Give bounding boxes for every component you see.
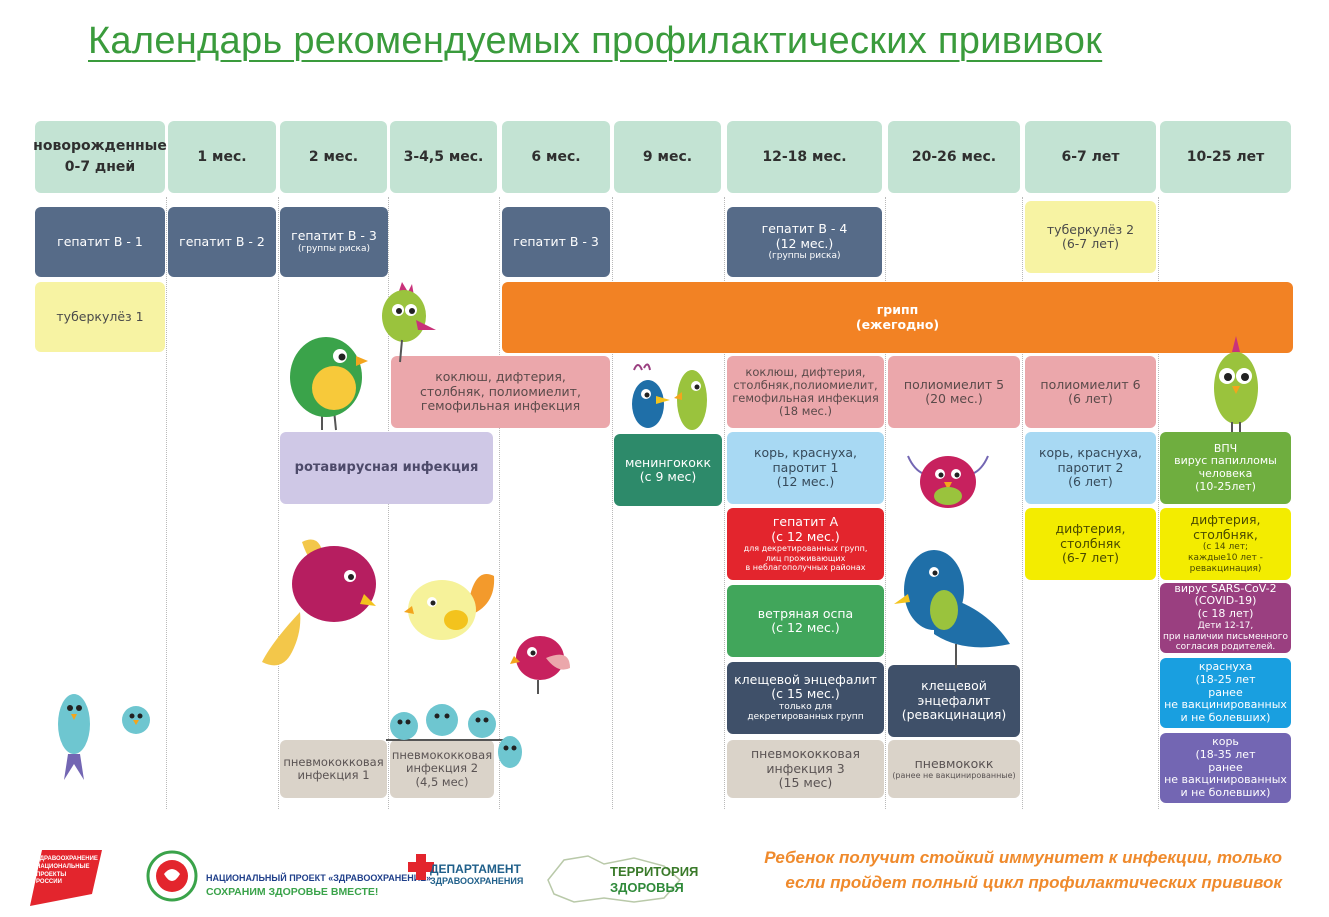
teal-bird-illustration	[58, 694, 90, 780]
small-blue-bird-illustration	[122, 706, 150, 734]
age-header-2m: 2 мес.	[280, 121, 387, 193]
cell-mmr-2: корь, краснуха,паротит 2(6 лет)	[1025, 432, 1156, 504]
column-divider	[1022, 197, 1023, 809]
cell-hepatitis-b-2: гепатит В - 2	[168, 207, 276, 277]
pink-bird-illustration	[510, 636, 570, 694]
column-divider	[724, 197, 725, 809]
national-projects-logo-text: ЗДРАВООХРАНЕНИЕ НАЦИОНАЛЬНЫЕ ПРОЕКТЫ РОС…	[36, 856, 98, 886]
cell-hepatitis-b-3: гепатит В - 3	[502, 207, 610, 277]
column-divider	[166, 197, 167, 809]
yellow-chick-illustration	[404, 574, 495, 640]
column-divider	[278, 197, 279, 809]
age-header-3-4m: 3-4,5 мес.	[390, 121, 497, 193]
cell-meningococcus: менингококк(с 9 мес)	[614, 434, 722, 506]
cell-hepatitis-b-4: гепатит В - 4(12 мес.)(группы риска)	[727, 207, 882, 277]
owl-bird-illustration	[1214, 336, 1258, 432]
healthcare-project-text: НАЦИОНАЛЬНЫЙ ПРОЕКТ «ЗДРАВООХРАНЕНИЕ» СО…	[206, 873, 432, 898]
cell-polio-5: полиомиелит 5(20 мес.)	[888, 356, 1020, 428]
blue-bird-illustration	[894, 550, 1010, 668]
cell-influenza: грипп(ежегодно)	[502, 282, 1293, 353]
cell-hepatitis-a: гепатит А(с 12 мес.)для декретированных …	[727, 508, 884, 580]
territory-of-health-text: ТЕРРИТОРИЯ ЗДОРОВЬЯ	[610, 864, 699, 896]
cell-diphtheria-tetanus-2: дифтерия,столбняк,(с 14 лет;каждые10 лет…	[1160, 508, 1291, 580]
healthcare-project-emblem-icon	[146, 850, 198, 902]
age-header-9m: 9 мес.	[614, 121, 721, 193]
cell-diphtheria-tetanus-1: дифтерия,столбняк(6-7 лет)	[1025, 508, 1156, 580]
cell-hepatitis-b-3-risk: гепатит В - 3(группы риска)	[280, 207, 388, 277]
national-projects-logo	[30, 850, 102, 906]
age-header-12-18m: 12-18 мес.	[727, 121, 882, 193]
cell-pertussis-diphtheria-1: коклюш, дифтерия,столбняк, полиомиелит,г…	[391, 356, 610, 428]
lime-bird-illustration	[382, 282, 436, 363]
cell-tuberculosis-2: туберкулёз 2(6-7 лет)	[1025, 201, 1156, 273]
cell-polio-6: полиомиелит 6(6 лет)	[1025, 356, 1156, 428]
parrot-birds-illustration	[632, 363, 707, 430]
health-department-cross-icon	[408, 854, 434, 880]
age-header-20-26m: 20-26 мес.	[888, 121, 1020, 193]
cell-hepatitis-b-1: гепатит В - 1	[35, 207, 165, 277]
cell-rotavirus: ротавирусная инфекция	[280, 432, 493, 504]
column-divider	[612, 197, 613, 809]
cell-tuberculosis-1: туберкулёз 1	[35, 282, 165, 352]
cell-pertussis-diphtheria-2: коклюш, дифтерия,столбняк,полиомиелит,ге…	[727, 356, 884, 428]
health-department-text: ДЕПАРТАМЕНТ ЗДРАВООХРАНЕНИЯ	[430, 862, 524, 887]
magenta-bird-illustration	[262, 539, 376, 666]
age-header-1m: 1 мес.	[168, 121, 276, 193]
territory-map-outline-icon	[547, 855, 682, 903]
age-header-6-7y: 6-7 лет	[1025, 121, 1156, 193]
footer-slogan: Ребенок получит стойкий иммунитет к инфе…	[764, 848, 1282, 892]
column-divider	[885, 197, 886, 809]
cell-covid-19: вирус SARS-CoV-2(COVID-19)(с 18 лет)Дети…	[1160, 582, 1291, 653]
cell-varicella: ветряная оспа(с 12 мес.)	[727, 585, 884, 657]
cell-mmr-1: корь, краснуха,паротит 1(12 мес.)	[727, 432, 884, 504]
green-bird-illustration	[290, 337, 368, 431]
round-bird-illustration	[907, 455, 989, 508]
row-of-birds-illustration	[386, 704, 522, 768]
cell-pneumococcus-unvaccinated: пневмококк(ранее не вакцинированные)	[888, 740, 1020, 798]
page-title: Календарь рекомендуемых профилактических…	[88, 20, 1103, 62]
column-divider	[499, 197, 500, 809]
age-header-6m: 6 мес.	[502, 121, 610, 193]
column-divider	[1158, 197, 1159, 809]
age-header-10-25y: 10-25 лет	[1160, 121, 1291, 193]
